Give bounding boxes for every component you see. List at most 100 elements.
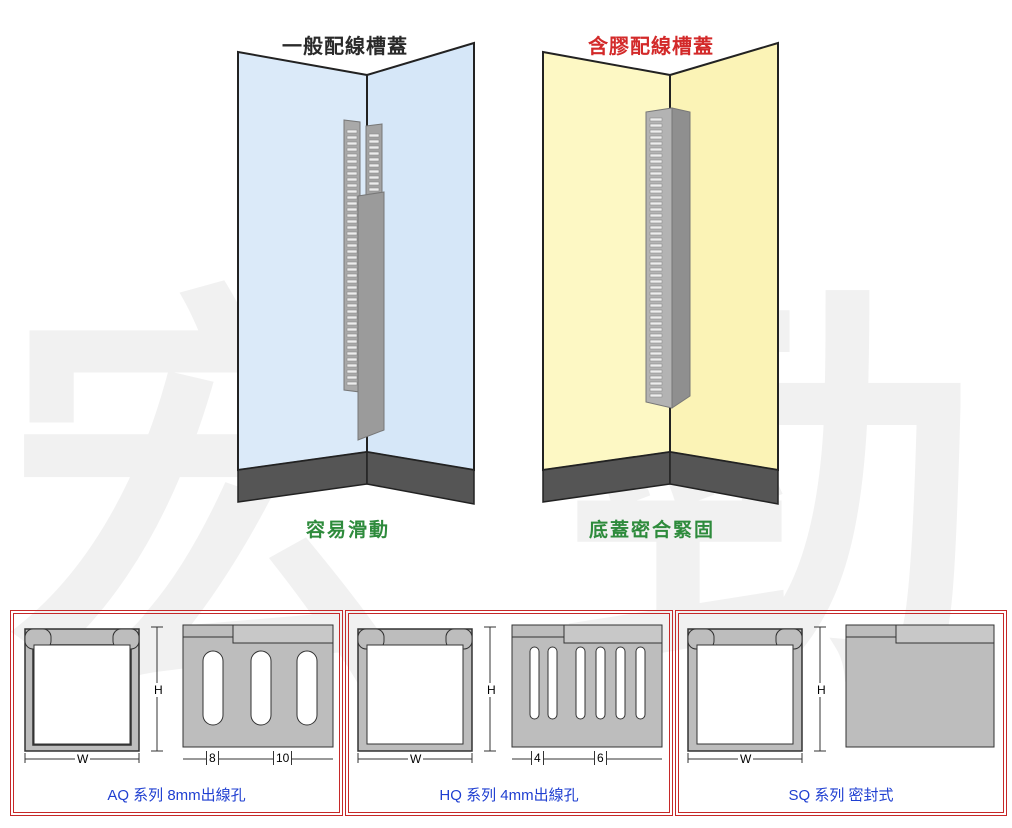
sq-series-panel: H W SQ 系列 密封式 bbox=[675, 610, 1007, 816]
duct-cover-comparison-illustration bbox=[237, 41, 779, 505]
duct-slot bbox=[649, 375, 663, 380]
duct-slot bbox=[368, 169, 380, 174]
duct-slot bbox=[346, 297, 358, 302]
duct-slot bbox=[649, 267, 663, 272]
duct-slot bbox=[649, 123, 663, 128]
duct-slot bbox=[649, 153, 663, 158]
duct-slot bbox=[346, 153, 358, 158]
duct-slot bbox=[346, 225, 358, 230]
duct-slot bbox=[649, 279, 663, 284]
duct-slot bbox=[346, 309, 358, 314]
duct-slot bbox=[346, 129, 358, 134]
duct-slot bbox=[346, 177, 358, 182]
aq-slot-width-label: 8 bbox=[206, 751, 219, 765]
duct-slot bbox=[649, 141, 663, 146]
glued-cover-title: 含膠配線槽蓋 bbox=[588, 34, 714, 58]
duct-slot bbox=[368, 163, 380, 168]
duct-slot bbox=[649, 189, 663, 194]
duct-slot bbox=[649, 387, 663, 392]
duct-slot bbox=[346, 345, 358, 350]
duct-slot bbox=[649, 147, 663, 152]
sq-profile-diagram bbox=[687, 624, 995, 763]
sq-width-label: W bbox=[738, 752, 754, 766]
duct-slot bbox=[346, 375, 358, 380]
duct-slot bbox=[346, 273, 358, 278]
duct-slot bbox=[649, 369, 663, 374]
duct-slot bbox=[346, 255, 358, 260]
duct-slot bbox=[649, 255, 663, 260]
duct-slot bbox=[649, 285, 663, 290]
duct-slot bbox=[649, 237, 663, 242]
duct-slot bbox=[649, 231, 663, 236]
duct-slot bbox=[346, 285, 358, 290]
duct-slot bbox=[346, 237, 358, 242]
duct-slot bbox=[649, 273, 663, 278]
duct-slot bbox=[649, 213, 663, 218]
duct-slot bbox=[649, 183, 663, 188]
duct-slot bbox=[346, 321, 358, 326]
hq-profile-diagram bbox=[357, 624, 663, 763]
duct-slot bbox=[346, 261, 358, 266]
duct-slot bbox=[368, 181, 380, 186]
duct-slot bbox=[649, 315, 663, 320]
duct-slot bbox=[346, 207, 358, 212]
standard-cover-caption: 容易滑動 bbox=[306, 519, 391, 541]
duct-slot bbox=[649, 135, 663, 140]
duct-slot bbox=[649, 249, 663, 254]
hq-series-panel: H W 4 6 HQ 系列 4mm出線孔 bbox=[345, 610, 673, 816]
duct-slot bbox=[649, 261, 663, 266]
aq-height-label: H bbox=[154, 683, 163, 697]
duct-slot bbox=[346, 339, 358, 344]
duct-slot bbox=[346, 135, 358, 140]
duct-slot bbox=[649, 357, 663, 362]
duct-slot bbox=[649, 381, 663, 386]
duct-slot bbox=[346, 183, 358, 188]
duct-slot bbox=[649, 159, 663, 164]
duct-slot bbox=[649, 333, 663, 338]
aq-width-label: W bbox=[75, 752, 91, 766]
aq-series-label: AQ 系列 8mm出線孔 bbox=[107, 787, 246, 804]
duct-slot bbox=[649, 195, 663, 200]
duct-slot bbox=[649, 165, 663, 170]
duct-slot bbox=[649, 117, 663, 122]
duct-slot bbox=[346, 243, 358, 248]
duct-slot bbox=[346, 219, 358, 224]
duct-slot bbox=[346, 279, 358, 284]
hq-slot-pitch-label: 6 bbox=[594, 751, 607, 765]
hq-slot-width-label: 4 bbox=[531, 751, 544, 765]
duct-slot bbox=[346, 315, 358, 320]
duct-slot bbox=[346, 213, 358, 218]
duct-slot bbox=[346, 357, 358, 362]
duct-slot bbox=[649, 219, 663, 224]
duct-slot bbox=[368, 157, 380, 162]
hq-series-label: HQ 系列 4mm出線孔 bbox=[439, 787, 579, 804]
aq-series-panel: H W 8 10 AQ 系列 8mm出線孔 bbox=[10, 610, 343, 816]
duct-slot bbox=[368, 151, 380, 156]
duct-slot bbox=[649, 345, 663, 350]
standard-cover-corner bbox=[237, 41, 475, 505]
duct-slot bbox=[346, 201, 358, 206]
duct-slot bbox=[649, 129, 663, 134]
duct-slot bbox=[368, 139, 380, 144]
aq-profile-diagram bbox=[24, 624, 334, 763]
duct-slot bbox=[346, 249, 358, 254]
duct-slot bbox=[649, 291, 663, 296]
duct-slot bbox=[346, 351, 358, 356]
duct-slot bbox=[649, 339, 663, 344]
duct-slot bbox=[346, 159, 358, 164]
duct-slot bbox=[346, 303, 358, 308]
duct-slot bbox=[649, 225, 663, 230]
duct-slot bbox=[649, 351, 663, 356]
duct-slot bbox=[649, 393, 663, 398]
duct-slot bbox=[346, 147, 358, 152]
duct-slot bbox=[368, 145, 380, 150]
duct-slot bbox=[649, 321, 663, 326]
duct-slot bbox=[346, 333, 358, 338]
duct-slot bbox=[649, 243, 663, 248]
sq-series-label: SQ 系列 密封式 bbox=[788, 787, 894, 804]
duct-slot bbox=[346, 189, 358, 194]
hq-height-label: H bbox=[487, 683, 496, 697]
duct-slot bbox=[649, 171, 663, 176]
duct-slot bbox=[649, 207, 663, 212]
duct-slot bbox=[649, 177, 663, 182]
